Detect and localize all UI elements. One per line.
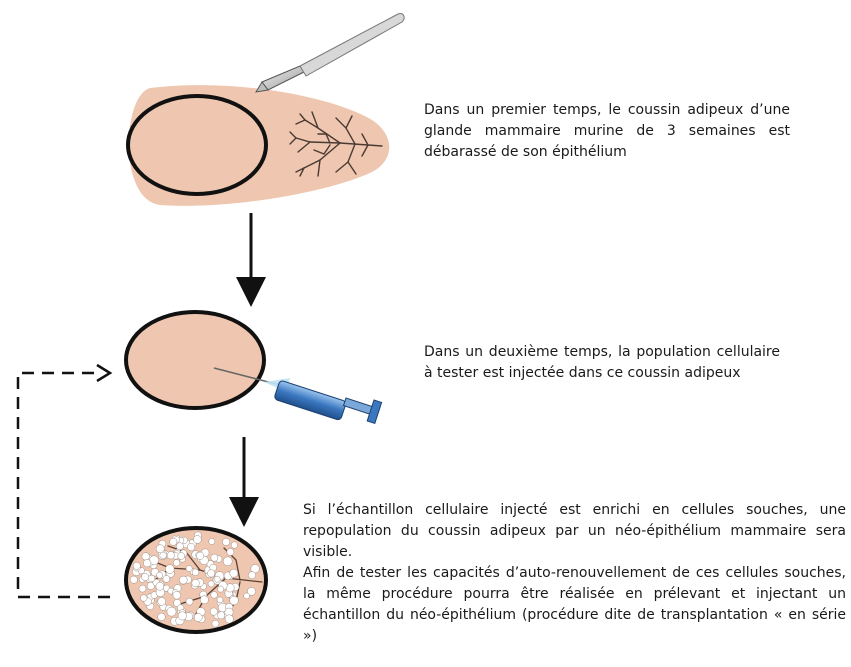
cell-dot	[157, 612, 166, 621]
cell-dot	[185, 565, 193, 572]
step3-caption-line1: Si l’échantillon cellulaire injecté est …	[303, 502, 846, 560]
cell-dot	[193, 535, 202, 544]
cell-dot	[177, 611, 187, 621]
cell-dot	[165, 564, 175, 574]
step3-caption-line2: Afin de tester les capacités d’auto-reno…	[303, 565, 846, 644]
cell-dot	[229, 568, 239, 578]
cell-dot	[210, 591, 218, 599]
cell-dot	[159, 551, 167, 559]
cleared-fat-pad-step2	[124, 310, 266, 410]
cell-dot	[141, 552, 150, 561]
cell-dot	[213, 575, 221, 583]
step3-caption: Si l’échantillon cellulaire injecté est …	[303, 500, 846, 647]
cell-dot	[166, 551, 175, 560]
cell-dot	[193, 613, 203, 622]
cell-dot	[140, 594, 148, 602]
cell-dot	[173, 559, 181, 567]
cell-dot	[132, 561, 141, 570]
cell-dot	[230, 541, 238, 549]
serial-transplantation-loop	[16, 363, 113, 599]
cell-dot	[200, 595, 209, 605]
cell-dot	[222, 556, 233, 567]
cell-dot	[207, 569, 216, 578]
cell-dot	[243, 592, 250, 600]
syringe-icon	[213, 367, 383, 425]
cell-dot	[248, 571, 256, 580]
cell-dot	[147, 574, 156, 583]
cell-dot	[247, 587, 256, 596]
cell-dot	[169, 537, 178, 546]
cell-dot	[216, 596, 224, 604]
cell-dot	[222, 537, 231, 546]
cell-dot	[217, 611, 226, 620]
step1-caption: Dans un premier temps, le coussin adipeu…	[424, 102, 790, 160]
epithelium-tree	[289, 111, 383, 177]
fat-pad-outline	[126, 94, 268, 196]
cell-dot	[217, 585, 224, 593]
cell-dot	[176, 542, 184, 551]
cell-dot	[211, 619, 220, 628]
cell-dot	[177, 552, 185, 560]
step2-caption: Dans un deuxième temps, la population ce…	[424, 344, 780, 381]
cell-dot	[155, 544, 165, 554]
cell-dot	[208, 538, 216, 545]
cell-dot	[185, 597, 194, 606]
cell-dot	[179, 575, 188, 585]
cell-dot	[191, 579, 200, 588]
cell-dot	[157, 597, 166, 606]
cell-dot	[191, 568, 200, 576]
cell-dot	[162, 575, 171, 583]
cell-dot	[210, 553, 219, 562]
cell-dot	[141, 573, 150, 581]
cell-dot	[143, 559, 152, 568]
cell-dot	[207, 580, 215, 588]
cell-dot	[229, 595, 239, 606]
cell-dot	[209, 607, 218, 616]
cell-dot	[196, 551, 205, 560]
cell-dot	[138, 584, 147, 593]
cell-dot	[129, 575, 138, 584]
cell-dot	[156, 571, 163, 579]
cell-dot	[166, 606, 177, 617]
cell-dot	[187, 542, 196, 552]
cell-dot	[224, 614, 234, 624]
cell-dot	[155, 582, 165, 591]
repopulated-fat-pad-step3	[124, 526, 268, 634]
mammary-gland-step1	[126, 85, 390, 206]
cell-dot	[226, 548, 235, 556]
scalpel-icon	[255, 13, 405, 93]
cell-dot	[172, 591, 181, 600]
